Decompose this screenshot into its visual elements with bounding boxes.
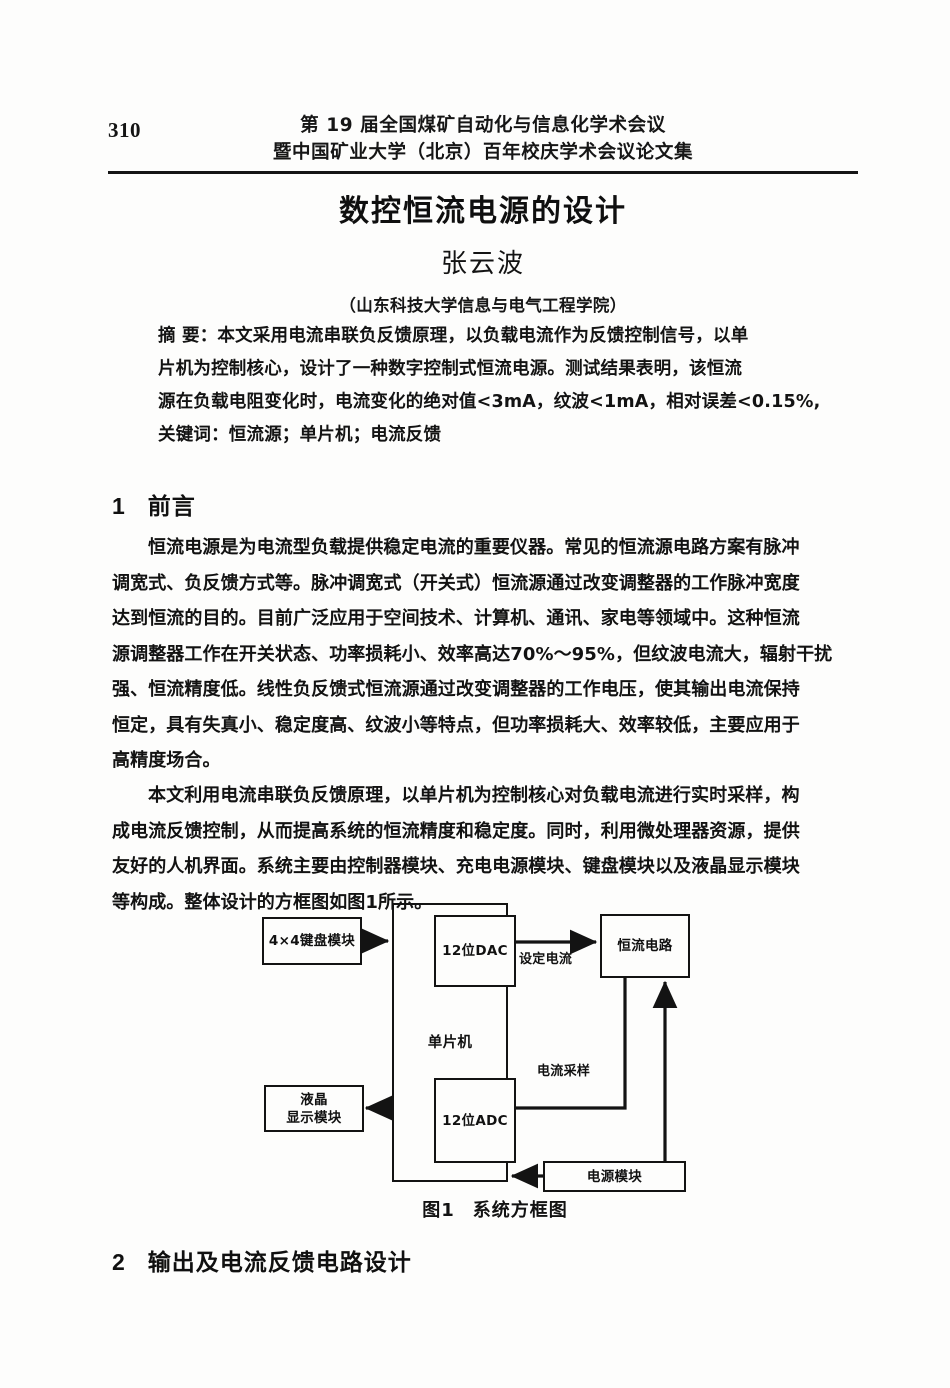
figure-caption-number: 图1 (422, 1200, 455, 1221)
running-head-line-1: 第 19 届全国煤矿自动化与信息化学术会议 (300, 115, 666, 136)
paragraph-line: 恒定，具有失真小、稳定度高、纹波小等特点，但功率损耗大、效率较低，主要应用于 (112, 714, 800, 736)
section-title: 前言 (147, 494, 196, 520)
diagram-block-adc-label: 12位ADC (442, 1112, 508, 1129)
section-number: 2 (112, 1249, 126, 1275)
header-rule (108, 171, 858, 174)
paragraph-line: 本文利用电流串联负反馈原理，以单片机为控制核心对负载电流进行实时采样，构 (148, 785, 800, 806)
figure-caption-text: 系统方框图 (472, 1200, 568, 1221)
diagram-block-lcd-label: 液晶 显示模块 (286, 1091, 342, 1126)
abstract-block: 摘 要：本文采用电流串联负反馈原理，以负载电流作为反馈控制信号，以单 片机为控制… (158, 320, 830, 452)
running-head: 310 第 19 届全国煤矿自动化与信息化学术会议 暨中国矿业大学（北京）百年校… (108, 112, 858, 168)
author-affiliation: （山东科技大学信息与电气工程学院） (339, 296, 627, 315)
section-heading-2: 2 输出及电流反馈电路设计 (112, 1243, 412, 1277)
running-head-line-2: 暨中国矿业大学（北京）百年校庆学术会议论文集 (272, 142, 694, 163)
paragraph-line: 友好的人机界面。系统主要由控制器模块、充电电源模块、键盘模块以及液晶显示模块 (112, 856, 800, 877)
paragraph-line: 强、恒流精度低。线性负反馈式恒流源通过改变调整器的工作电压，使其输出电流保持 (112, 679, 800, 700)
diagram-edge-label-set-current: 设定电流 (519, 952, 573, 967)
page-number: 310 (108, 118, 141, 142)
diagram-block-keypad: 4×4键盘模块 (262, 917, 362, 965)
paragraph-line: 成电流反馈控制，从而提高系统的恒流精度和稳定度。同时，利用微处理器资源，提供 (112, 820, 800, 842)
running-head-lines: 第 19 届全国煤矿自动化与信息化学术会议 暨中国矿业大学（北京）百年校庆学术会… (108, 112, 858, 166)
page-title: 数控恒流电源的设计 (339, 194, 627, 229)
diagram-block-mcu: 单片机 (392, 903, 508, 1182)
diagram-block-adc: 12位ADC (434, 1078, 516, 1163)
paragraph-line: 达到恒流的目的。目前广泛应用于空间技术、计算机、通讯、家电等领域中。这种恒流 (112, 608, 800, 629)
diagram-block-mcu-label: 单片机 (427, 1034, 473, 1051)
figure-caption: 图1 系统方框图 (330, 1196, 660, 1222)
abstract-line: 片机为控制核心，设计了一种数字控制式恒流电源。测试结果表明，该恒流 (158, 359, 743, 379)
section-number: 1 (112, 493, 126, 519)
section-heading-1: 1 前言 (112, 487, 196, 521)
paragraph-1: 恒流电源是为电流型负载提供稳定电流的重要仪器。常见的恒流源电路方案有脉冲 调宽式… (112, 530, 852, 779)
paragraph-line: 恒流电源是为电流型负载提供稳定电流的重要仪器。常见的恒流源电路方案有脉冲 (148, 537, 800, 558)
abstract-line: 摘 要：本文采用电流串联负反馈原理，以负载电流作为反馈控制信号，以单 (158, 326, 749, 346)
section-title: 输出及电流反馈电路设计 (147, 1250, 412, 1276)
diagram-block-keypad-label: 4×4键盘模块 (268, 933, 356, 949)
diagram-edge-label-current-sampling: 电流采样 (537, 1064, 591, 1079)
paragraph-line: 高精度场合。 (112, 750, 221, 771)
diagram-block-constant-current: 恒流电路 (600, 914, 690, 978)
diagram-block-power-label: 电源模块 (586, 1168, 643, 1185)
abstract-line: 源在负载电阻变化时，电流变化的绝对值<3mA，纹波<1mA，相对误差<0.15%… (158, 392, 821, 412)
diagram-block-power: 电源模块 (543, 1161, 686, 1192)
author-name: 张云波 (440, 249, 525, 279)
diagram-block-lcd: 液晶 显示模块 (264, 1085, 364, 1132)
keywords-line: 关键词：恒流源；单片机；电流反馈 (158, 425, 442, 445)
diagram-block-dac: 12位DAC (434, 915, 516, 987)
diagram-block-dac-label: 12位DAC (442, 943, 508, 959)
paragraph-line: 调宽式、负反馈方式等。脉冲调宽式（开关式）恒流源通过改变调整器的工作脉冲宽度 (112, 572, 800, 594)
paragraph-line: 等构成。整体设计的方框图如图1所示。 (112, 891, 433, 913)
diagram-block-constant-current-label: 恒流电路 (617, 938, 673, 954)
paragraph-line: 源调整器工作在开关状态、功率损耗小、效率高达70%～95%，但纹波电流大，辐射干… (112, 643, 833, 665)
paragraph-2: 本文利用电流串联负反馈原理，以单片机为控制核心对负载电流进行实时采样，构 成电流… (112, 778, 852, 920)
